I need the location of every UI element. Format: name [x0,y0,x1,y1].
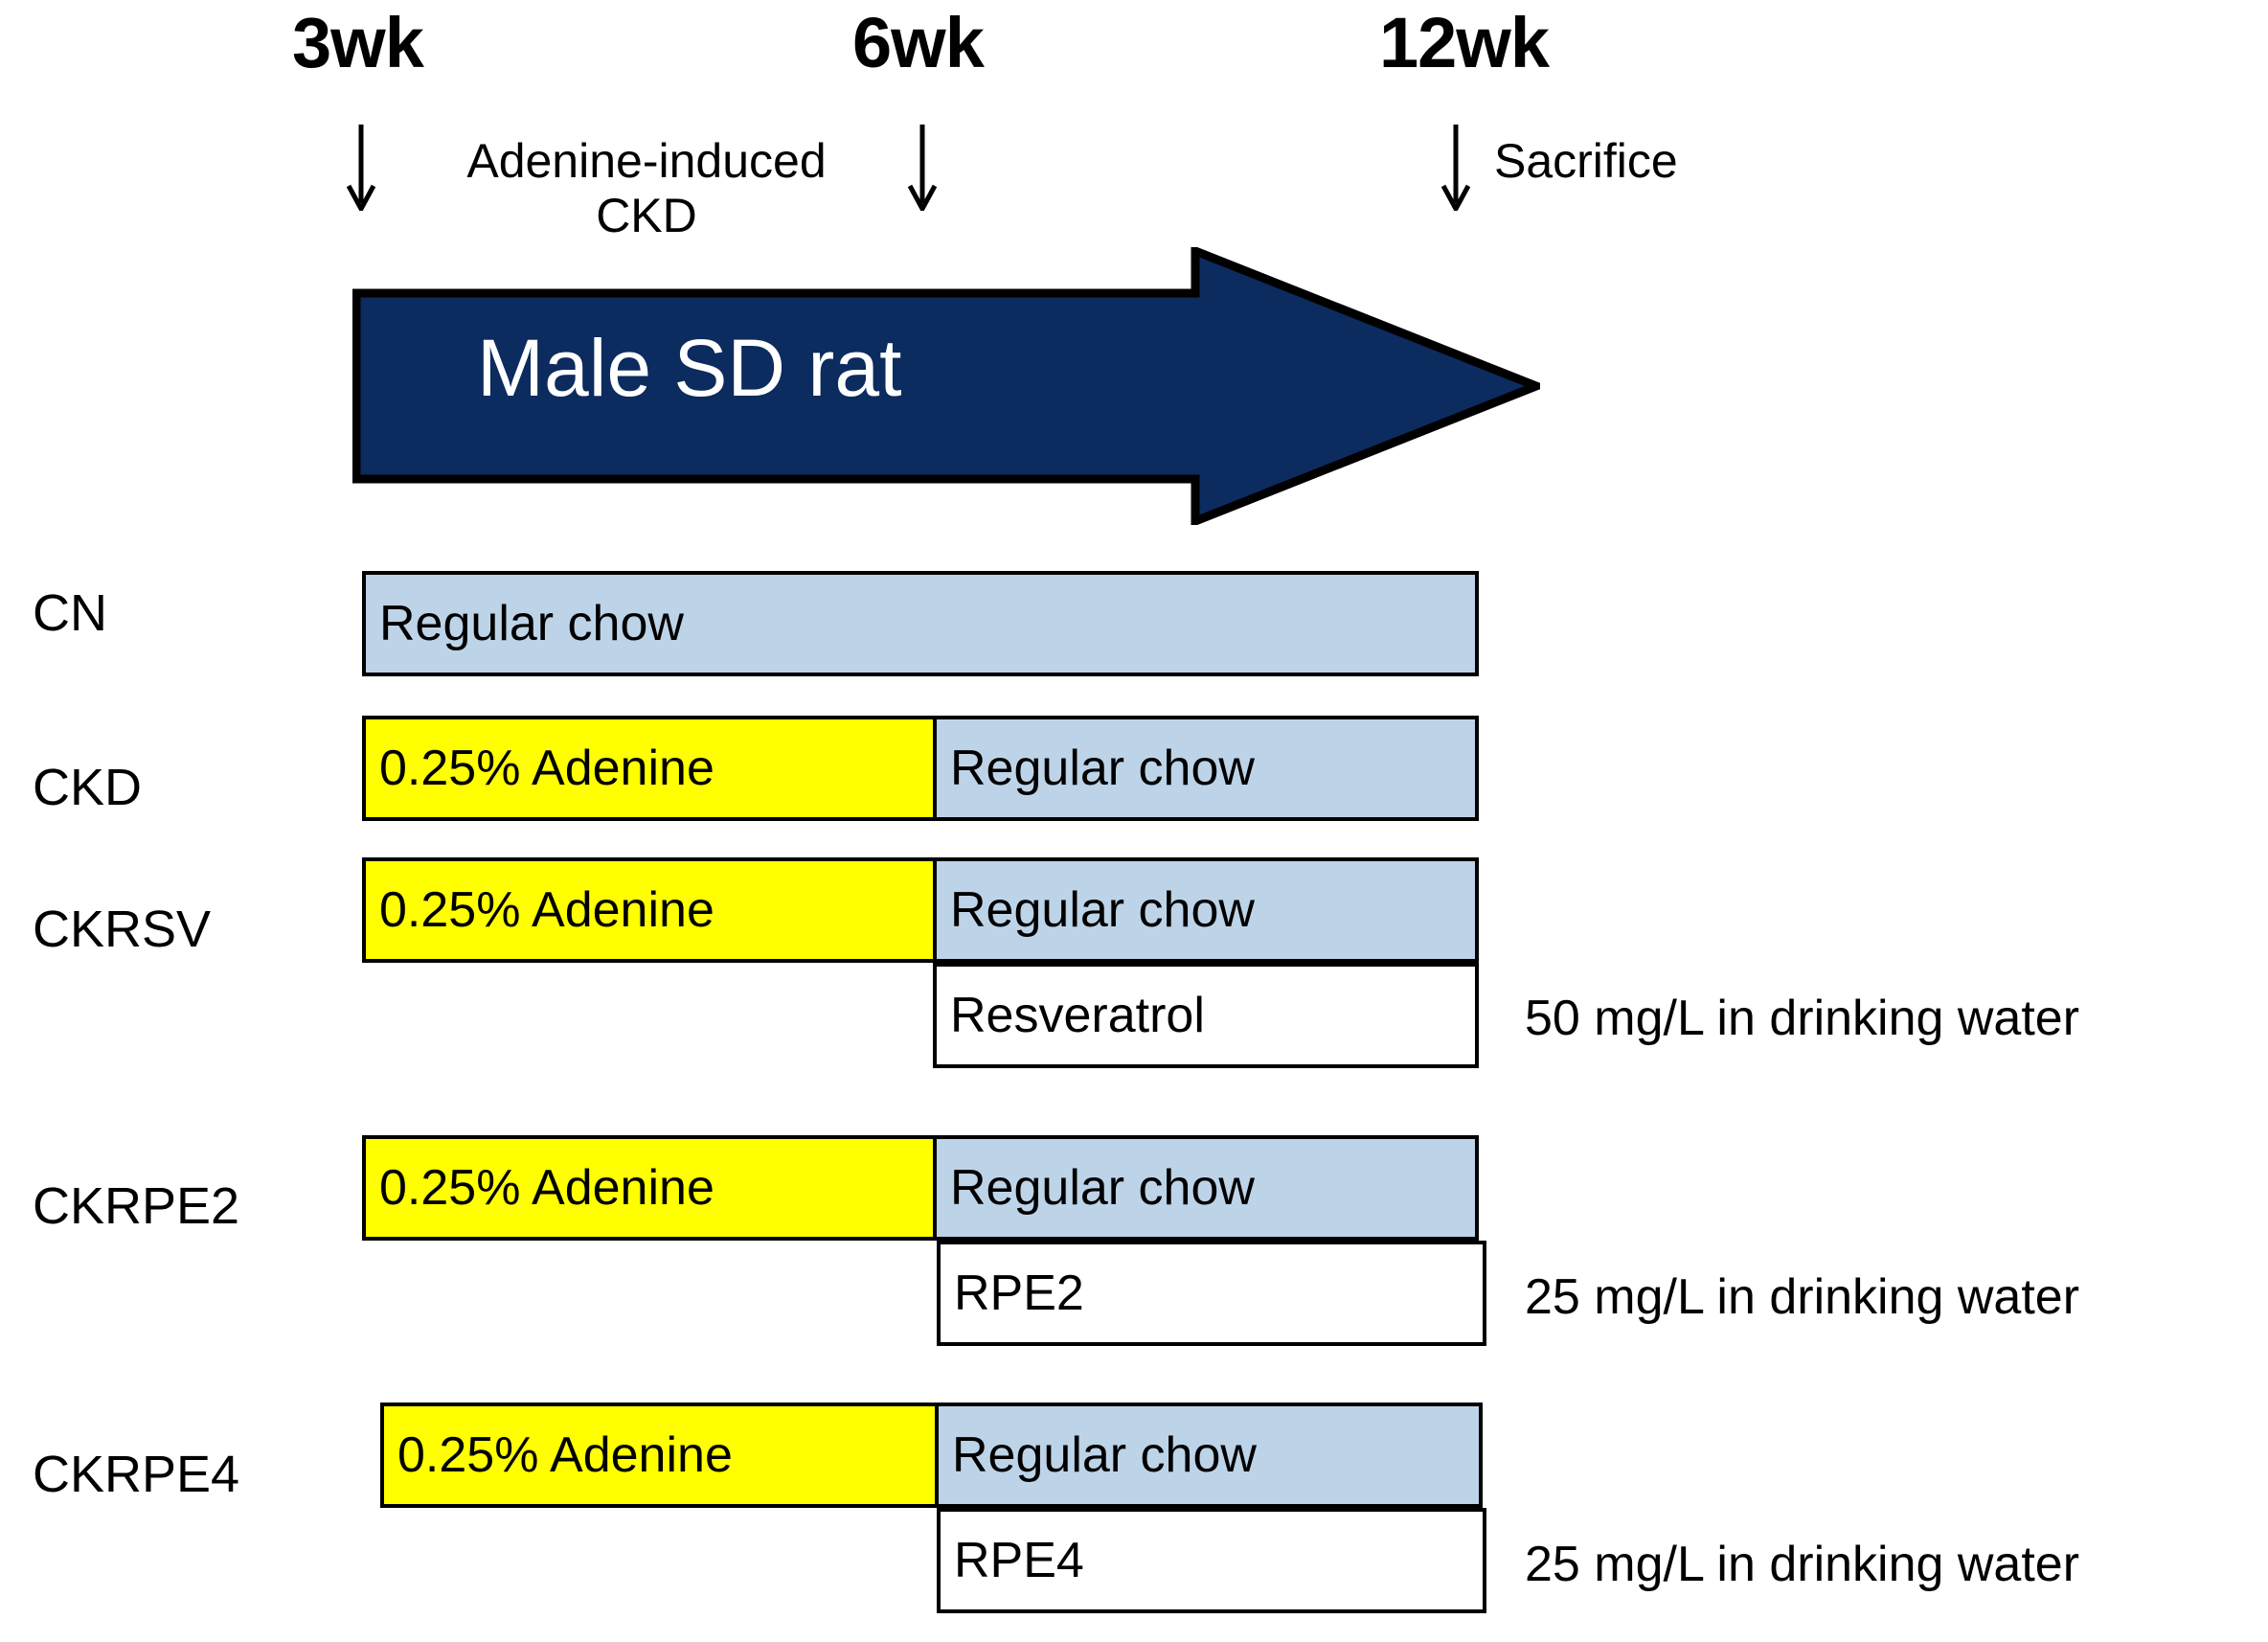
timepoint-label-6wk: 6wk [852,3,985,82]
group-label-ckrpe2: CKRPE2 [33,1177,240,1235]
bar-ckrsv-resveratrol-label: Resveratrol [950,988,1205,1043]
down-arrow-icon-12wk [1440,125,1472,211]
timeline-arrow: Male SD rat [352,247,1540,525]
bar-ckd-adenine: 0.25% Adenine [362,716,937,821]
bar-ckrpe2-regular-chow: Regular chow [933,1135,1479,1241]
dose-note-ckrpe4: 25 mg/L in drinking water [1525,1537,2080,1592]
bar-ckrpe4-regular-chow-label: Regular chow [952,1427,1257,1483]
bar-ckrsv-regular-chow-label: Regular chow [950,882,1255,938]
timeline-arrow-label: Male SD rat [477,323,902,413]
group-label-ckrpe4: CKRPE4 [33,1446,240,1503]
dose-note-ckrpe2: 25 mg/L in drinking water [1525,1269,2080,1325]
timepoint-label-3wk: 3wk [292,3,424,82]
bar-cn-regular-chow: Regular chow [362,571,1479,676]
bar-ckrpe2-regular-chow-label: Regular chow [950,1160,1255,1216]
bar-ckd-regular-chow-label: Regular chow [950,741,1255,796]
bar-ckrsv-regular-chow: Regular chow [933,857,1479,963]
group-label-ckd: CKD [33,759,143,816]
bar-ckrpe2-rpe2: RPE2 [937,1241,1486,1346]
bar-ckd-regular-chow: Regular chow [933,716,1479,821]
bar-ckrpe4-rpe4-label: RPE4 [954,1533,1084,1588]
group-label-cn: CN [33,584,107,642]
bar-ckrpe4-rpe4: RPE4 [937,1508,1486,1613]
dose-note-ckrsv: 50 mg/L in drinking water [1525,991,2080,1046]
bar-ckd-adenine-label: 0.25% Adenine [379,741,714,796]
down-arrow-icon-3wk [345,125,377,211]
caption-sacrifice: Sacrifice [1494,134,1678,188]
bar-ckrsv-adenine: 0.25% Adenine [362,857,937,963]
caption-line-2: CKD [596,189,697,242]
group-label-ckrsv: CKRSV [33,901,212,958]
bar-ckrsv-adenine-label: 0.25% Adenine [379,882,714,938]
bar-cn-regular-chow-label: Regular chow [379,596,684,651]
bar-ckrpe4-regular-chow: Regular chow [935,1403,1483,1508]
timepoint-label-12wk: 12wk [1379,3,1550,82]
bar-ckrsv-resveratrol: Resveratrol [933,963,1479,1068]
caption-line-1: Adenine-induced [466,134,827,188]
bar-ckrpe4-adenine-label: 0.25% Adenine [397,1427,733,1483]
down-arrow-icon-6wk [906,125,939,211]
bar-ckrpe4-adenine: 0.25% Adenine [380,1403,939,1508]
bar-ckrpe2-adenine-label: 0.25% Adenine [379,1160,714,1216]
bar-ckrpe2-adenine: 0.25% Adenine [362,1135,937,1241]
bar-ckrpe2-rpe2-label: RPE2 [954,1266,1084,1321]
caption-adenine-induced-ckd: Adenine-induced CKD [421,134,872,243]
